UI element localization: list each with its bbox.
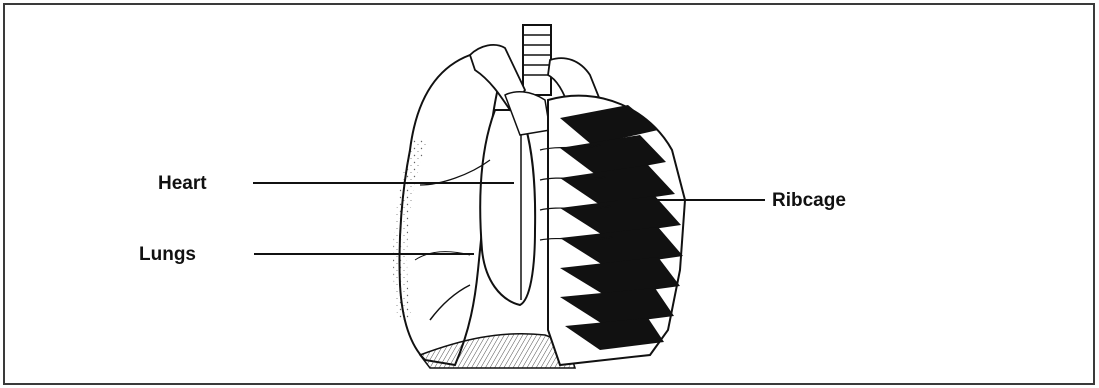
lungs-label: Lungs bbox=[139, 245, 196, 264]
ribcage-label: Ribcage bbox=[772, 191, 846, 210]
heart-label: Heart bbox=[158, 174, 207, 193]
ribcage-shape bbox=[540, 96, 685, 365]
